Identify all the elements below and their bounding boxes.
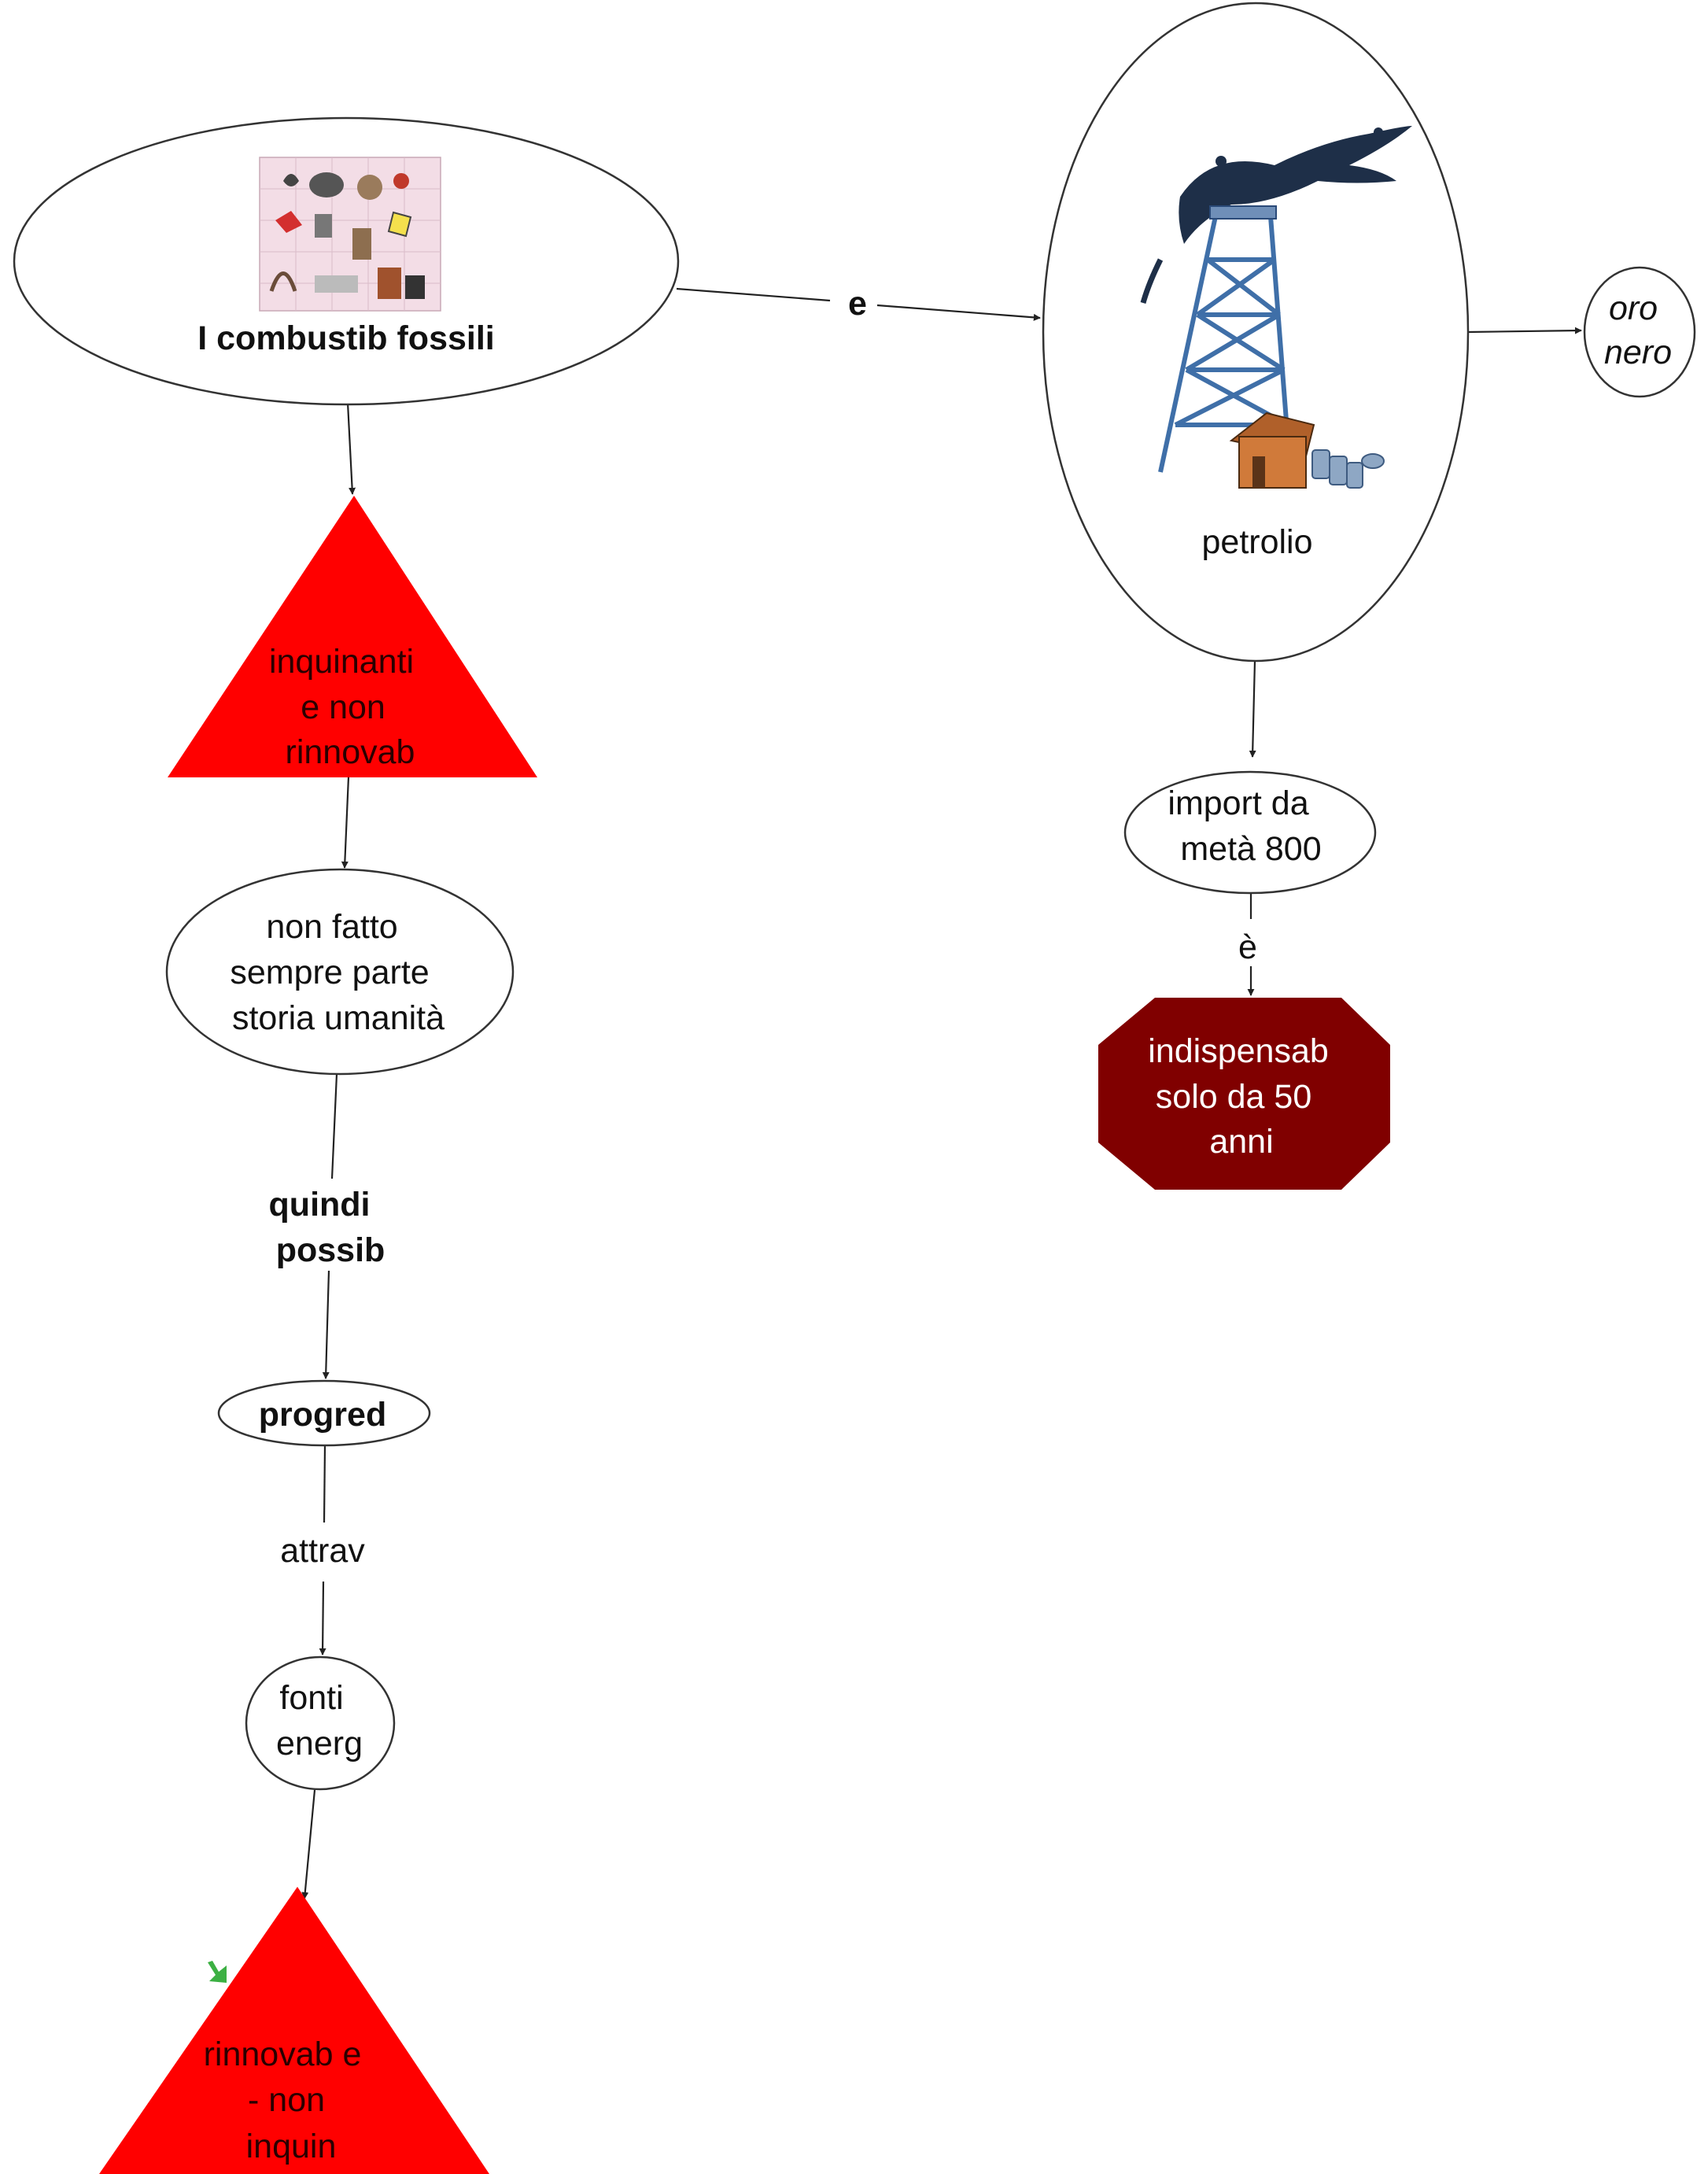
node-petrolio[interactable]: petrolio xyxy=(1042,2,1470,663)
node-oro-nero-line2: nero xyxy=(1604,334,1672,371)
node-oro-nero-line1: oro xyxy=(1609,290,1658,327)
node-indispensab-line3: anni xyxy=(1209,1123,1273,1161)
edge-fonti-rinnovab xyxy=(301,1789,316,1899)
node-fonti[interactable]: fonti energ xyxy=(245,1655,396,1791)
node-rinnovab-line2: - non xyxy=(248,2081,325,2119)
node-inquinanti[interactable]: inquinanti e non rinnovab xyxy=(168,496,537,777)
red-triangle-shape xyxy=(168,496,537,777)
node-petrolio-label: petrolio xyxy=(1201,523,1312,561)
edge-label-e: e xyxy=(848,285,867,323)
svg-text:non fatto sempre parte: non fatto sempre parte storia umanità xyxy=(230,908,445,1037)
node-combustibili-label: I combustib fossili xyxy=(197,319,495,357)
node-progred[interactable]: progred xyxy=(217,1379,431,1447)
edge-inquinanti-non-fatto xyxy=(341,776,350,869)
svg-text:inquinanti e non r: inquinanti e non rinnovab xyxy=(269,643,423,771)
edge-label-attrav: attrav xyxy=(280,1532,365,1570)
node-non-fatto-line2: sempre parte xyxy=(230,954,429,991)
node-fonti-line1: fonti xyxy=(279,1679,343,1717)
edge-label-quindi-line1: quindi xyxy=(269,1186,371,1224)
node-inquinanti-line2: e non xyxy=(301,688,385,726)
node-combustibili[interactable]: I combustib fossili xyxy=(13,116,680,406)
node-rinnovab[interactable]: rinnovab e - non inquin xyxy=(99,1887,489,2174)
edge-non-fatto-progred-a xyxy=(330,1073,338,1179)
node-rinnovab-line3: inquin xyxy=(246,2128,337,2165)
svg-text:quindi possib: quindi possib xyxy=(269,1186,385,1269)
edge-combustibili-petrolio-b xyxy=(876,304,1041,321)
edge-combustibili-inquinanti xyxy=(346,402,356,495)
node-import[interactable]: import da metà 800 xyxy=(1123,770,1377,895)
svg-text:oro nero: oro nero xyxy=(1604,290,1672,371)
green-link-arrow-icon xyxy=(208,1961,227,1983)
node-non-fatto-line3: storia umanità xyxy=(232,999,445,1037)
node-fonti-line2: energ xyxy=(276,1725,363,1762)
edge-combustibili-petrolio-a xyxy=(676,287,831,302)
fossil-fuels-collage-icon xyxy=(259,157,441,312)
node-non-fatto[interactable]: non fatto sempre parte storia umanità xyxy=(165,868,515,1076)
node-inquinanti-line3: rinnovab xyxy=(286,733,415,771)
edge-petrolio-import xyxy=(1249,660,1256,758)
dark-red-octagon-shape xyxy=(1098,998,1390,1190)
svg-text:fonti energ: fonti energ xyxy=(276,1679,363,1762)
node-indispensab[interactable]: indispensab solo da 50 anni xyxy=(1098,998,1390,1190)
edge-non-fatto-progred-b xyxy=(322,1270,330,1379)
node-oro-nero[interactable]: oro nero xyxy=(1583,266,1696,398)
node-indispensab-line1: indispensab xyxy=(1148,1032,1329,1070)
node-rinnovab-line1: rinnovab e xyxy=(204,2036,362,2073)
svg-text:indispensab solo da 50: indispensab solo da 50 anni xyxy=(1148,1032,1337,1161)
svg-text:rinnovab e - non i: rinnovab e - non inquin xyxy=(204,2036,371,2165)
node-import-line1: import da xyxy=(1168,784,1308,822)
node-inquinanti-line1: inquinanti xyxy=(269,643,414,681)
oil-derrick-gusher-icon xyxy=(1140,126,1412,489)
node-import-line2: metà 800 xyxy=(1180,830,1321,868)
edge-progred-fonti-a xyxy=(323,1444,326,1523)
node-non-fatto-line1: non fatto xyxy=(266,908,397,946)
edges xyxy=(301,287,1582,1899)
node-indispensab-line2: solo da 50 xyxy=(1156,1078,1311,1116)
edge-label-e-grave: è xyxy=(1238,928,1257,966)
edge-label-quindi-line2: possib xyxy=(276,1231,385,1269)
edge-petrolio-oro-nero xyxy=(1466,327,1582,334)
node-progred-label: progred xyxy=(259,1396,386,1434)
red-triangle-shape xyxy=(99,1887,489,2174)
svg-text:import da metà 800: import da metà 800 xyxy=(1168,784,1321,868)
